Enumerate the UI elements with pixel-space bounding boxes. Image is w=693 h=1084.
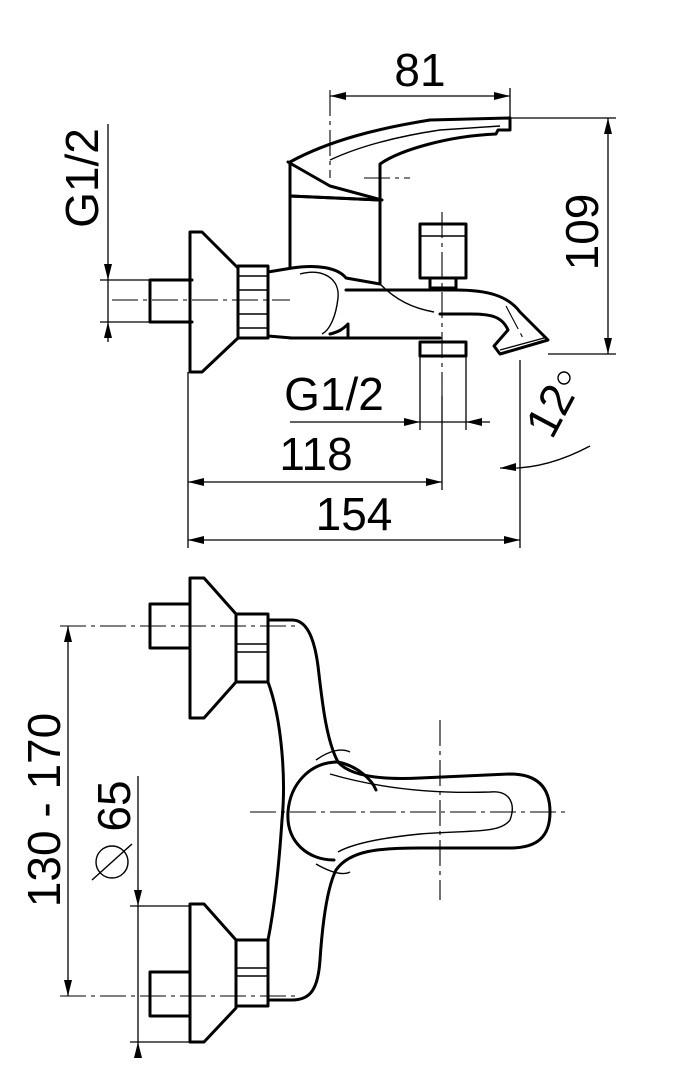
dimension-130-170: 130 - 170 bbox=[18, 626, 72, 996]
bath-spout bbox=[344, 288, 550, 356]
label-81: 81 bbox=[394, 44, 445, 96]
upper-rosette bbox=[188, 576, 238, 720]
side-view-centerlines bbox=[112, 90, 525, 396]
wall-connector bbox=[148, 278, 194, 324]
diverter-knob bbox=[418, 222, 468, 280]
label-wall-thread: G1/2 bbox=[56, 128, 108, 228]
dimension-109: 109 bbox=[510, 117, 616, 355]
lower-rosette bbox=[188, 902, 238, 1044]
label-118: 118 bbox=[279, 428, 352, 480]
diameter-symbol bbox=[95, 845, 129, 879]
label-130-170: 130 - 170 bbox=[18, 713, 70, 907]
mixer-body bbox=[266, 194, 382, 286]
dimension-diameter-65: 65 bbox=[88, 776, 190, 1058]
side-view bbox=[148, 116, 550, 374]
dimension-angle-12: 12 bbox=[499, 371, 591, 471]
wall-rosette bbox=[188, 230, 240, 374]
dimension-outlet-thread: G1/2 bbox=[284, 356, 490, 430]
lower-hex-nut bbox=[234, 938, 270, 1008]
front-view-centerlines bbox=[60, 625, 570, 997]
mixer-body-front bbox=[266, 680, 285, 942]
label-154: 154 bbox=[316, 488, 393, 540]
label-109: 109 bbox=[556, 194, 608, 271]
label-outlet-thread: G1/2 bbox=[284, 368, 384, 420]
dimension-118-154: 118 154 bbox=[187, 360, 521, 548]
lever-handle bbox=[288, 116, 512, 202]
front-view bbox=[148, 576, 552, 1044]
upper-hex-nut bbox=[234, 612, 270, 684]
label-diameter-65: 65 bbox=[88, 780, 140, 831]
handle-disc-front bbox=[286, 760, 340, 862]
dimension-wall-thread: G1/2 bbox=[56, 124, 150, 342]
dimension-81: 81 bbox=[330, 44, 511, 118]
shower-outlet bbox=[418, 340, 468, 358]
label-angle-12: 12 bbox=[515, 376, 585, 446]
lower-wall-connector bbox=[148, 970, 192, 1018]
hex-nut bbox=[236, 264, 270, 340]
